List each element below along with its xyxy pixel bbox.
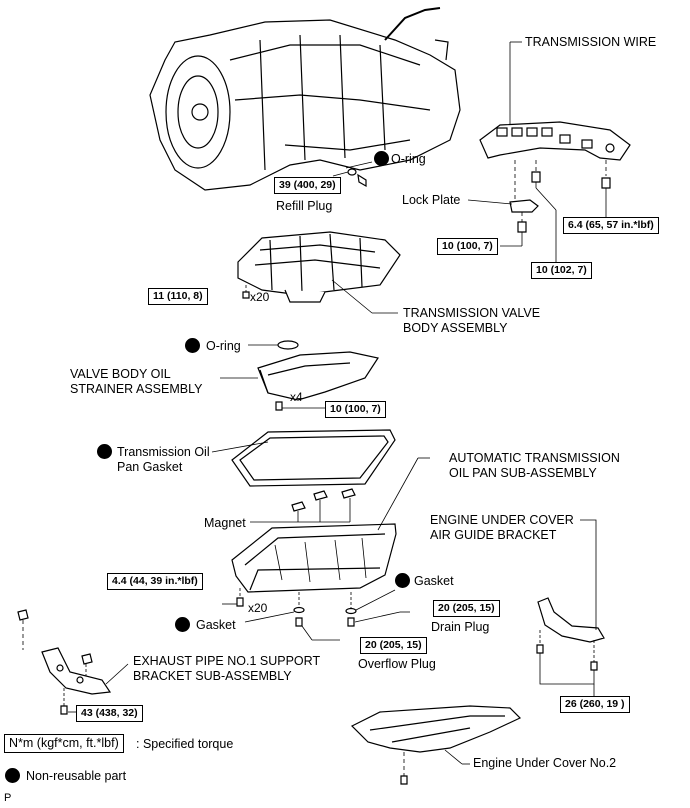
- pan-gasket-drawing: [211, 429, 396, 487]
- legend-non-reusable-label: Non-reusable part: [26, 769, 127, 783]
- plugs-drawing: [244, 589, 410, 641]
- valve-body-drawing: [237, 231, 401, 314]
- guide-bracket-label-line1: ENGINE UNDER COVER: [430, 513, 574, 527]
- exhaust-bracket-torque: 43 (438, 32): [76, 705, 143, 722]
- engine-under-cover-drawing: [350, 705, 522, 785]
- legend-non-reusable-dot: [5, 768, 20, 783]
- wire-clamp-torque: 10 (102, 7): [531, 262, 592, 279]
- non-reusable-marker: [175, 617, 190, 632]
- lock-plate-drawing: [467, 199, 539, 247]
- o-ring-middle-label: O-ring: [206, 339, 241, 353]
- overflow-plug-label: Overflow Plug: [358, 657, 436, 671]
- lock-plate-label: Lock Plate: [402, 193, 461, 207]
- legend-torque-description: : Specified torque: [136, 737, 234, 751]
- drain-plug-label: Drain Plug: [431, 620, 490, 634]
- footer-code: P: [4, 792, 12, 804]
- refill-plug-label: Refill Plug: [276, 199, 333, 213]
- pan-gasket-label-line1: Transmission Oil: [117, 445, 210, 459]
- guide-bracket-torque: 26 (260, 19 ): [560, 696, 630, 713]
- pan-gasket-label-line2: Pan Gasket: [117, 460, 183, 474]
- strainer-label-line1: VALVE BODY OIL: [70, 367, 171, 381]
- valve-body-label-line2: BODY ASSEMBLY: [403, 321, 508, 335]
- oil-pan-drawing: [222, 457, 430, 607]
- strainer-label-line2: STRAINER ASSEMBLY: [70, 382, 203, 396]
- non-reusable-marker: [185, 338, 200, 353]
- magnet-label: Magnet: [204, 516, 246, 530]
- exhaust-bracket-label-line1: EXHAUST PIPE NO.1 SUPPORT: [133, 654, 321, 668]
- valve-body-bolt-count: x20: [250, 290, 270, 304]
- oil-pan-label-line1: AUTOMATIC TRANSMISSION: [449, 451, 620, 465]
- non-reusable-marker: [374, 151, 389, 166]
- strainer-torque: 10 (100, 7): [325, 401, 386, 418]
- legend-torque-unit: N*m (kgf*cm, ft.*lbf): [4, 734, 124, 753]
- overflow-plug-torque: 20 (205, 15): [360, 637, 427, 654]
- exhaust-bracket-drawing: [17, 609, 129, 715]
- oil-pan-bolt-count: x20: [248, 601, 268, 615]
- o-ring-top-label: O-ring: [391, 152, 426, 166]
- exhaust-bracket-label-line2: BRACKET SUB-ASSEMBLY: [133, 669, 292, 683]
- guide-bracket-label-line2: AIR GUIDE BRACKET: [430, 528, 557, 542]
- valve-body-torque: 11 (110, 8): [148, 288, 208, 305]
- transmission-wire-label: TRANSMISSION WIRE: [525, 35, 657, 49]
- strainer-drawing: [220, 351, 379, 411]
- oil-pan-label-line2: OIL PAN SUB-ASSEMBLY: [449, 466, 597, 480]
- air-guide-bracket-drawing: [536, 519, 605, 696]
- under-cover-label: Engine Under Cover No.2: [473, 756, 617, 770]
- gasket-left-label: Gasket: [196, 618, 236, 632]
- transmission-wire-drawing: [479, 41, 631, 262]
- valve-body-label-line1: TRANSMISSION VALVE: [403, 306, 541, 320]
- lock-plate-torque: 10 (100, 7): [437, 238, 498, 255]
- o-ring-middle-drawing: [248, 340, 299, 350]
- transmission-assembly-drawing: [149, 7, 461, 191]
- non-reusable-marker: [97, 444, 112, 459]
- gasket-right-label: Gasket: [414, 574, 454, 588]
- drain-plug-torque: 20 (205, 15): [433, 600, 500, 617]
- refill-plug-torque: 39 (400, 29): [274, 177, 341, 194]
- strainer-bolt-count: x4: [290, 390, 303, 404]
- oil-pan-torque: 4.4 (44, 39 in.*lbf): [107, 573, 203, 590]
- magnets-drawing: [250, 488, 356, 523]
- non-reusable-marker: [395, 573, 410, 588]
- wire-bolt-torque: 6.4 (65, 57 in.*lbf): [563, 217, 659, 234]
